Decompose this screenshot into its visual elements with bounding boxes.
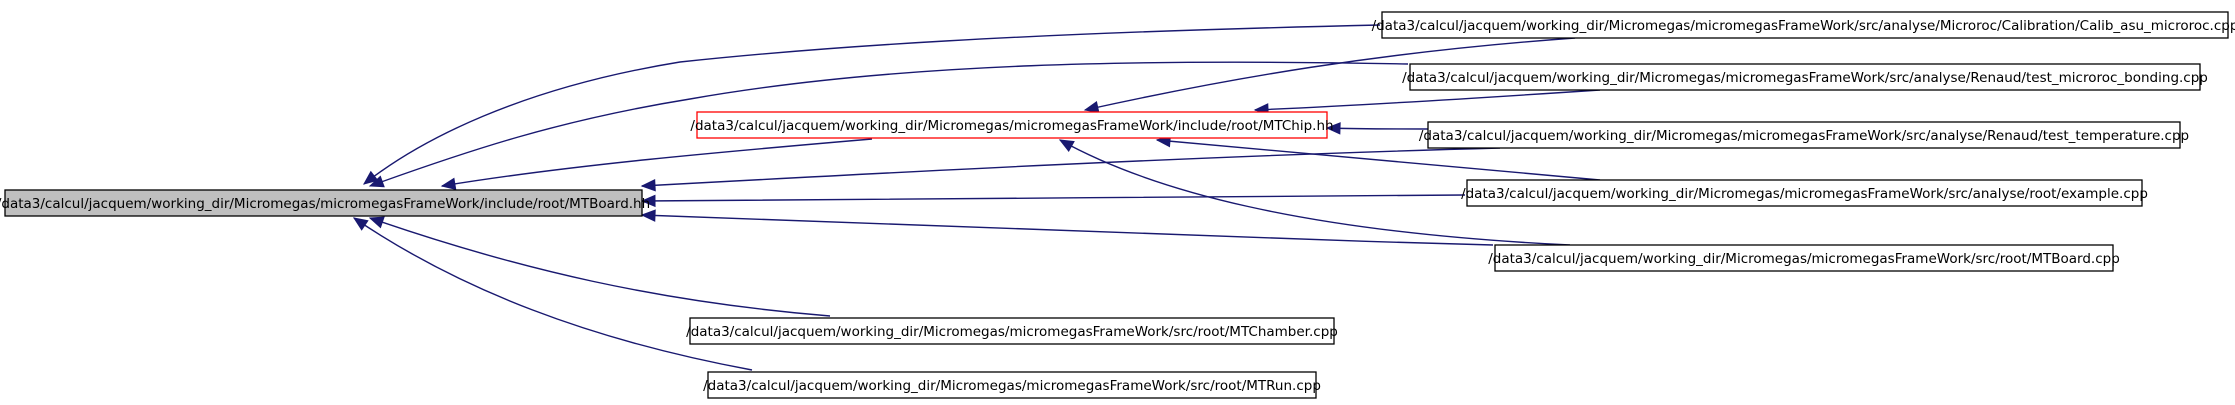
edge-line [641, 194, 1466, 202]
node-example[interactable]: /data3/calcul/jacquem/working_dir/Microm… [1461, 179, 2148, 207]
node-box[interactable] [696, 111, 1328, 139]
node-mtchamber_cpp[interactable]: /data3/calcul/jacquem/working_dir/Microm… [686, 317, 1338, 345]
node-mtboard_hh[interactable]: /data3/calcul/jacquem/working_dir/Microm… [0, 189, 650, 217]
edge-example-to-mtboard_hh [640, 194, 1466, 208]
node-label: /data3/calcul/jacquem/working_dir/Microm… [1402, 70, 2208, 86]
node-label: /data3/calcul/jacquem/working_dir/Microm… [0, 196, 650, 212]
edge-line [1326, 127, 1429, 130]
node-mtboard_cpp[interactable]: /data3/calcul/jacquem/working_dir/Microm… [1488, 244, 2120, 272]
node-box[interactable] [1466, 179, 2143, 207]
edge-line [1059, 139, 1571, 246]
node-mtchip_hh[interactable]: /data3/calcul/jacquem/working_dir/Microm… [690, 111, 1334, 139]
edge-line [369, 217, 831, 317]
edge-mtchip_hh-to-mtboard_hh [440, 138, 873, 190]
edge-test_bonding-to-mtchip_hh [1253, 89, 1601, 116]
node-calib_asu[interactable]: /data3/calcul/jacquem/working_dir/Microm… [1372, 11, 2235, 39]
node-test_temperature[interactable]: /data3/calcul/jacquem/working_dir/Microm… [1419, 121, 2189, 149]
edge-arrowhead [440, 177, 457, 190]
edges-layer [352, 24, 1601, 371]
edge-line [1156, 139, 1601, 181]
node-box[interactable] [707, 371, 1317, 399]
node-mtrun_cpp[interactable]: /data3/calcul/jacquem/working_dir/Microm… [703, 371, 1321, 399]
edge-calib_asu-to-mtboard_hh [362, 24, 1381, 185]
edge-arrowhead [1083, 100, 1100, 114]
node-box[interactable] [1381, 11, 2229, 39]
node-label: /data3/calcul/jacquem/working_dir/Microm… [1419, 128, 2189, 144]
node-label: /data3/calcul/jacquem/working_dir/Microm… [703, 378, 1321, 394]
edge-line [363, 24, 1381, 185]
edge-arrowhead [640, 209, 656, 222]
edge-test_temperature-to-mtboard_hh [640, 147, 1501, 192]
node-label: /data3/calcul/jacquem/working_dir/Microm… [1461, 186, 2148, 202]
edge-line [641, 214, 1494, 246]
node-box[interactable] [1427, 121, 2181, 149]
edge-arrowhead [640, 194, 656, 208]
edge-test_temperature-to-mtchip_hh [1325, 122, 1429, 135]
edge-calib_asu-to-mtchip_hh [1083, 37, 1576, 114]
edge-arrowhead [352, 217, 369, 231]
edge-mtboard_cpp-to-mtchip_hh [1058, 139, 1571, 246]
edge-mtchamber_cpp-to-mtboard_hh [368, 216, 831, 317]
node-label: /data3/calcul/jacquem/working_dir/Microm… [1488, 251, 2120, 267]
edge-arrowhead [368, 175, 385, 188]
node-box[interactable] [1409, 63, 2201, 91]
edge-line [353, 217, 753, 371]
edge-arrowhead [1325, 122, 1341, 135]
edge-line [441, 138, 873, 187]
nodes-layer: /data3/calcul/jacquem/working_dir/Microm… [0, 11, 2235, 399]
node-box[interactable] [1494, 244, 2114, 272]
edge-line [1254, 89, 1601, 111]
node-label: /data3/calcul/jacquem/working_dir/Microm… [690, 118, 1333, 134]
edge-arrowhead [362, 170, 379, 185]
edge-arrowhead [368, 216, 385, 229]
edge-line [1084, 37, 1576, 111]
node-label: /data3/calcul/jacquem/working_dir/Microm… [1372, 18, 2235, 34]
edge-line [369, 61, 1409, 187]
edge-arrowhead [1058, 139, 1075, 153]
node-box[interactable] [4, 189, 643, 217]
edge-test_bonding-to-mtboard_hh [368, 61, 1409, 188]
edge-mtrun_cpp-to-mtboard_hh [352, 217, 753, 371]
edge-arrowhead [640, 179, 656, 192]
node-test_bonding[interactable]: /data3/calcul/jacquem/working_dir/Microm… [1402, 63, 2208, 91]
edge-line [641, 147, 1501, 187]
node-label: /data3/calcul/jacquem/working_dir/Microm… [686, 324, 1338, 340]
node-box[interactable] [689, 317, 1335, 345]
